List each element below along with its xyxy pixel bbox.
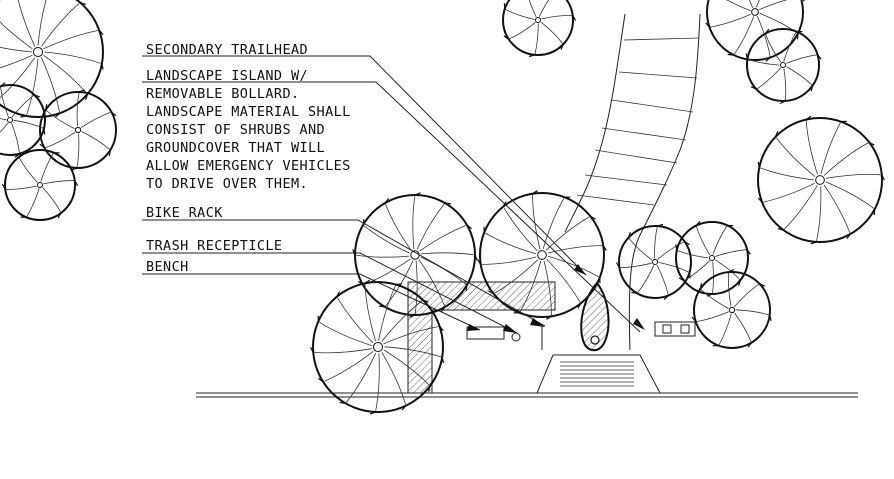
leader-lines [142,55,641,334]
hatched-landscape-area [407,281,556,394]
callout-labels: SECONDARY TRAILHEAD LANDSCAPE ISLAND W/ … [146,42,351,275]
label-landscape-island-line-6: ALLOW EMERGENCY VEHICLES [146,158,351,174]
tree-icon [705,0,805,62]
apron-striping [560,361,634,387]
label-landscape-island-line-5: GROUNDCOVER THAT WILL [146,140,325,156]
tree-icon [352,192,478,318]
tree-icon [745,28,822,105]
label-landscape-island-line-1: LANDSCAPE ISLAND W/ [146,68,308,84]
label-secondary-trailhead: SECONDARY TRAILHEAD [146,42,308,58]
trash-receptacle-icon [511,332,521,342]
leader-arrowheads [467,264,645,333]
label-landscape-island-line-4: CONSIST OF SHRUBS AND [146,122,325,138]
tree-icon [615,223,692,300]
landscape-island [580,281,610,352]
label-landscape-island-line-7: TO DRIVE OVER THEM. [146,176,308,192]
ground-line [196,392,858,398]
tree-icon [477,190,607,320]
label-landscape-island-line-2: REMOVABLE BOLLARD. [146,86,300,102]
tree-icon [502,0,577,58]
tree-icon [675,220,751,297]
tree-icon [39,89,117,171]
bollard-icon [590,335,600,345]
trail-path [564,13,701,351]
label-trash-receptacle: TRASH RECEPTICLE [146,238,282,254]
tree-icon [1,149,79,221]
tree-icon [0,0,104,118]
tree-icon [310,279,445,415]
tree-icon [0,82,46,158]
tree-icon [691,268,772,349]
label-landscape-island-line-3: LANDSCAPE MATERIAL SHALL [146,104,351,120]
tree-icon [757,115,885,245]
bench-icon [466,326,505,340]
label-bench: BENCH [146,259,189,275]
site-furniture-right [654,321,696,337]
entry-apron [536,354,661,394]
tree-canopy-group [0,0,885,415]
label-bike-rack: BIKE RACK [146,205,223,221]
